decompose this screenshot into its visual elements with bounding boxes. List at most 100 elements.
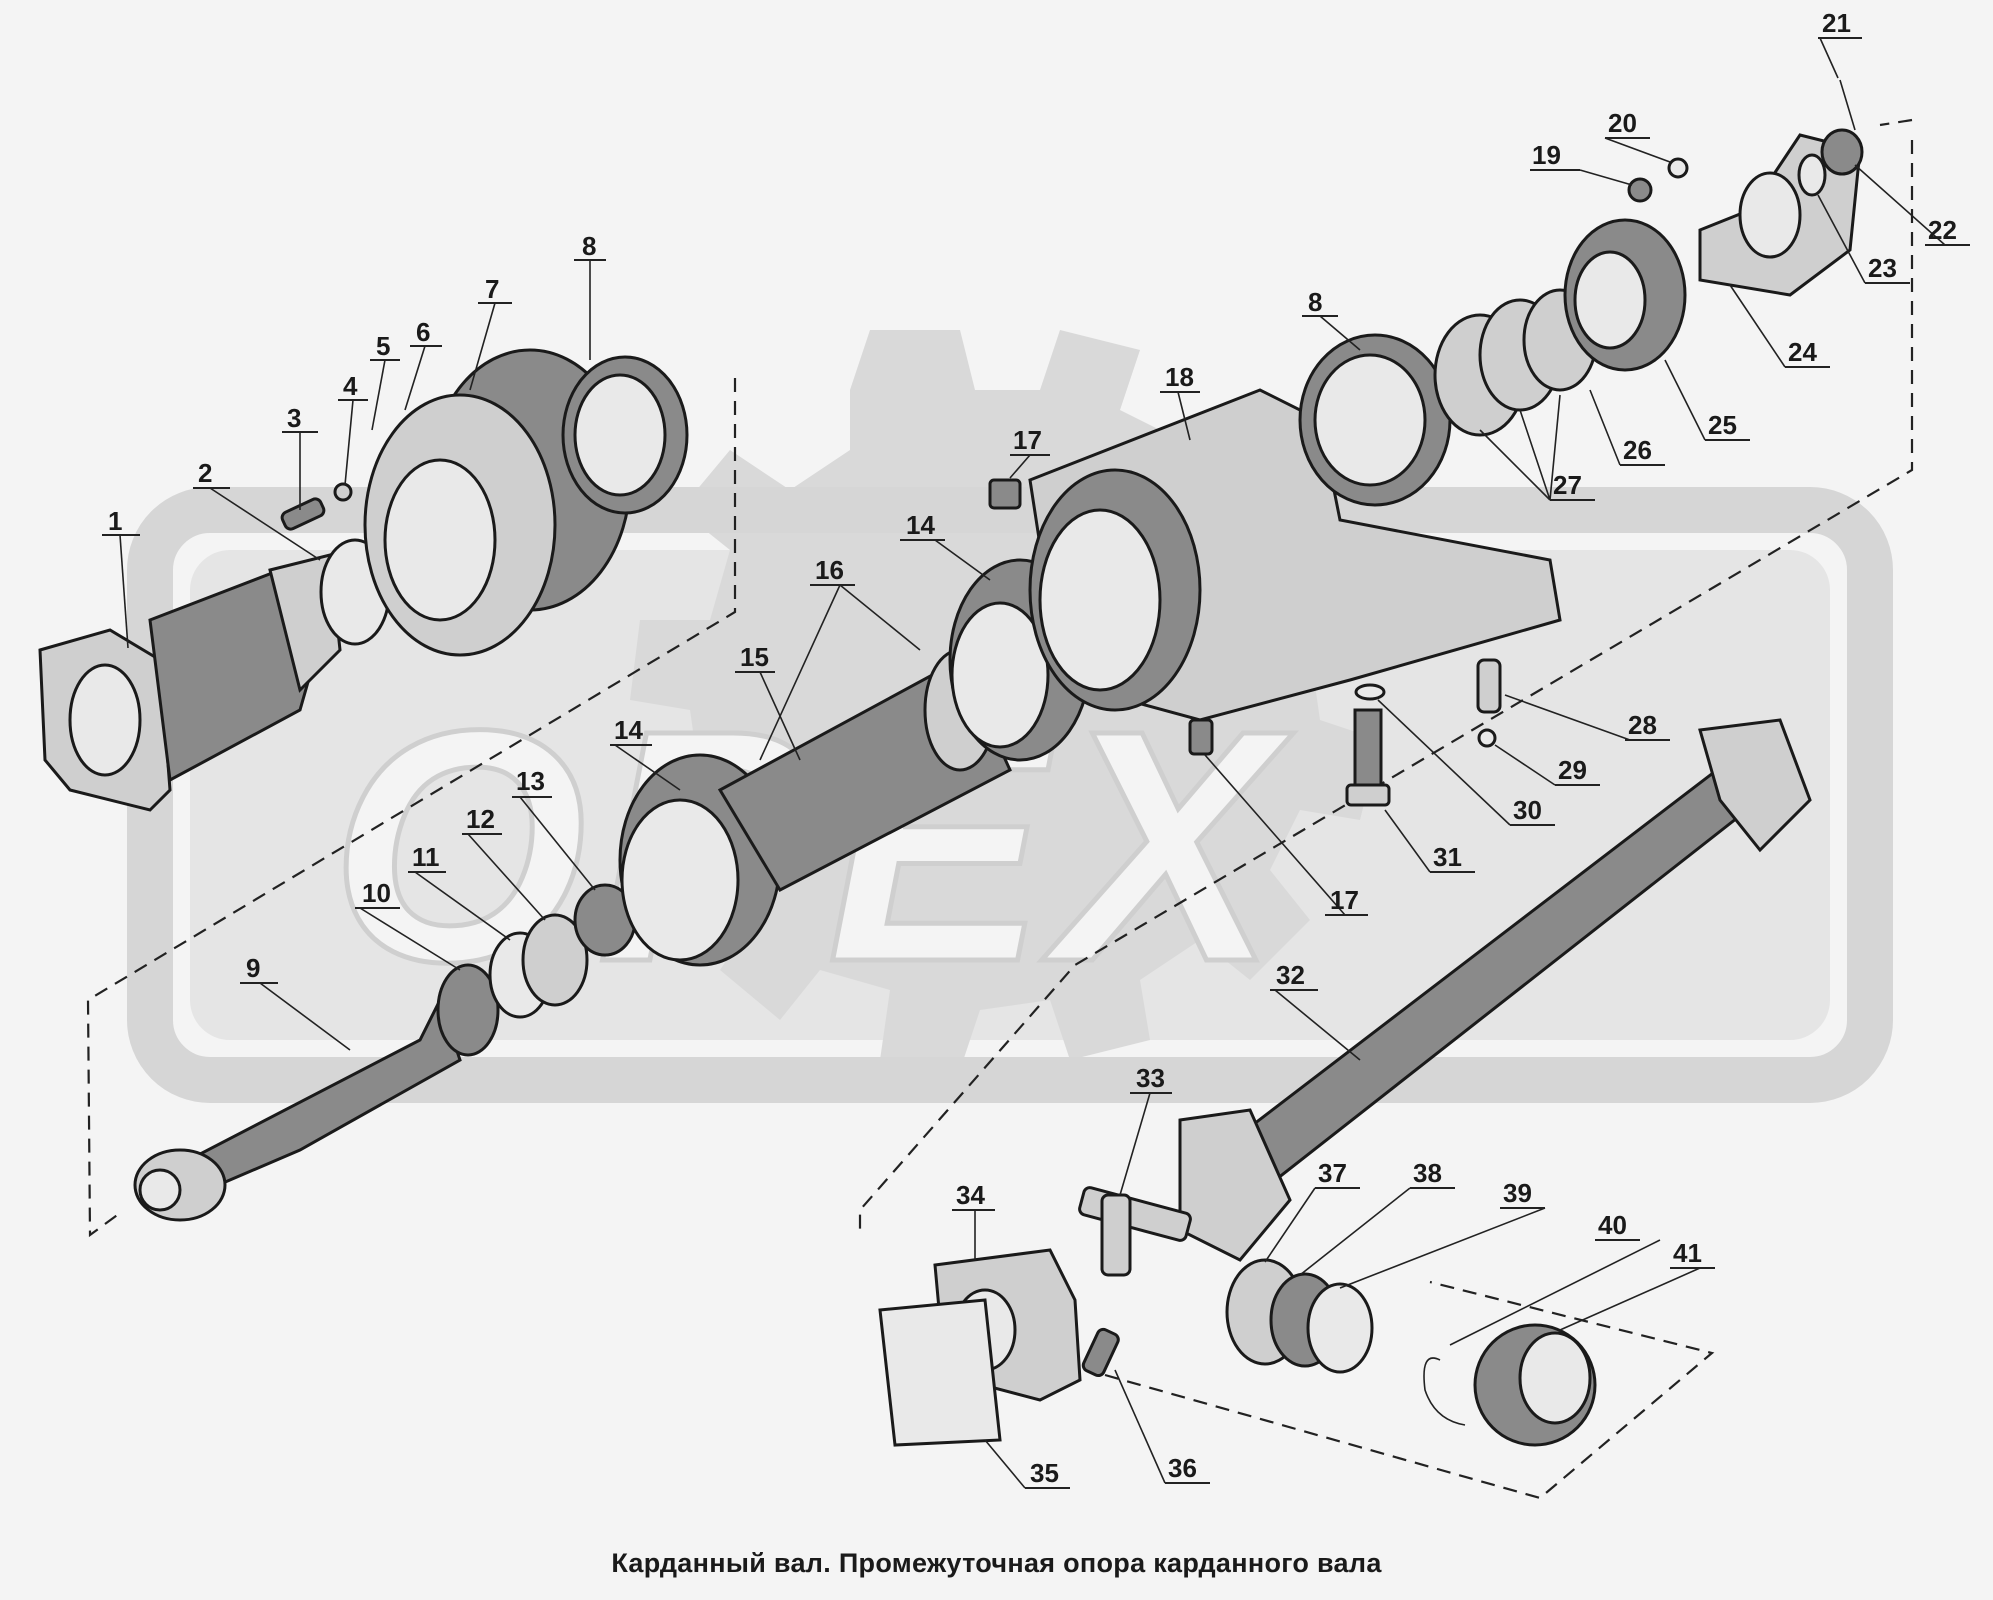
callout-31: 31	[1433, 842, 1462, 872]
part-36-pin	[1081, 1327, 1120, 1378]
assembly-line-right-bracket	[858, 140, 1914, 1230]
leader-17-bottom	[1204, 754, 1346, 916]
leader-32	[1274, 989, 1361, 1061]
part-29-clip	[1477, 728, 1497, 748]
leader-40	[1449, 1239, 1661, 1346]
callout-8-right: 8	[1308, 287, 1322, 317]
callout-14-right: 14	[906, 510, 935, 540]
callout-26: 26	[1623, 435, 1652, 465]
part-1-flange-shaft	[38, 553, 342, 812]
callout-8-left: 8	[582, 231, 596, 261]
part-9-splined-shaft	[133, 996, 462, 1222]
part-27-shims	[1433, 288, 1598, 437]
leader-4	[344, 399, 354, 486]
callout-35: 35	[1030, 1458, 1059, 1488]
callout-17-bottom: 17	[1330, 885, 1359, 915]
leader-37	[1264, 1187, 1316, 1263]
assembly-lines	[86, 118, 1914, 1500]
leader-39	[1339, 1207, 1546, 1289]
part-17-nipple-top	[988, 478, 1022, 510]
leader-27c	[1549, 394, 1561, 501]
leader-36	[1114, 1369, 1166, 1484]
leader-18	[1177, 391, 1191, 441]
part-8-seal-ring-left	[561, 355, 689, 515]
leader-16b	[839, 584, 921, 651]
callout-3: 3	[287, 403, 301, 433]
part-20-washer	[1667, 157, 1689, 179]
part-23-washer	[1797, 153, 1827, 197]
leader-23	[1817, 194, 1866, 284]
leader-27b	[1519, 409, 1551, 501]
part-30-washer	[1354, 683, 1386, 701]
callout-27: 27	[1553, 470, 1582, 500]
leader-27a	[1479, 429, 1551, 501]
assembly-line-top-right	[1879, 118, 1913, 127]
callout-39: 39	[1503, 1178, 1532, 1208]
callout-6: 6	[416, 317, 430, 347]
part-8-seal-ring-right	[1298, 333, 1452, 507]
part-19-nut	[1627, 177, 1653, 203]
leader-19	[1579, 169, 1633, 186]
assembly-line-bottom-bracket	[1104, 1280, 1715, 1500]
leader-26	[1589, 389, 1621, 466]
callout-32: 32	[1276, 960, 1305, 990]
callout-34: 34	[956, 1180, 985, 1210]
callout-9: 9	[246, 953, 260, 983]
part-33-cross	[1078, 1186, 1192, 1277]
leader-20	[1604, 137, 1671, 163]
callout-14-left: 14	[614, 715, 643, 745]
callout-7: 7	[485, 274, 499, 304]
leader-12	[467, 833, 546, 921]
part-40-spring-clip	[1423, 1357, 1466, 1426]
leader-31	[1384, 809, 1431, 873]
callout-37: 37	[1318, 1158, 1347, 1188]
callout-2: 2	[198, 458, 212, 488]
leader-13	[519, 796, 596, 891]
callout-20: 20	[1608, 108, 1637, 138]
callout-4: 4	[343, 371, 358, 401]
part-31-bolt	[1345, 708, 1391, 807]
callout-12: 12	[466, 804, 495, 834]
callout-11: 11	[412, 842, 440, 872]
part-28-pin	[1476, 658, 1502, 714]
callout-24: 24	[1788, 337, 1817, 367]
callout-10: 10	[362, 878, 391, 908]
leader-1	[119, 534, 129, 649]
part-32-propeller-shaft	[1178, 718, 1812, 1262]
callout-30: 30	[1513, 795, 1542, 825]
leader-8-right	[1319, 315, 1361, 351]
part-5-7-housing	[363, 348, 632, 657]
part-12-gear-washer	[521, 913, 589, 1007]
callout-25: 25	[1708, 410, 1737, 440]
leader-24	[1729, 284, 1786, 368]
leader-7	[469, 302, 496, 391]
leader-21	[1819, 37, 1839, 79]
leader-6	[404, 345, 426, 411]
leader-14-left	[614, 744, 681, 791]
leader-17-top	[1009, 454, 1031, 479]
leader-29	[1494, 744, 1556, 786]
callout-33: 33	[1136, 1063, 1165, 1093]
leader-16a	[759, 584, 841, 761]
callout-29: 29	[1558, 755, 1587, 785]
leader-33	[1119, 1092, 1151, 1196]
part-18-support-housing	[1028, 388, 1562, 722]
part-21-cotter-pin	[1839, 79, 1856, 131]
callout-19: 19	[1532, 140, 1561, 170]
callouts: 1 2 3 4 5 6 7 8 8 9	[102, 8, 1970, 1489]
leader-9	[259, 982, 351, 1051]
callout-16: 16	[815, 555, 844, 585]
callout-15: 15	[740, 642, 769, 672]
leader-35	[984, 1439, 1026, 1489]
part-3-bolt	[280, 497, 326, 531]
part-22-castle-nut	[1820, 128, 1864, 176]
leader-5	[371, 359, 386, 431]
leader-41	[1559, 1267, 1701, 1331]
callout-23: 23	[1868, 253, 1897, 283]
part-25-bearing	[1563, 218, 1687, 372]
callout-17-top: 17	[1013, 425, 1042, 455]
callout-1: 1	[108, 506, 122, 536]
leader-22	[1854, 164, 1946, 246]
part-41-cap	[1473, 1323, 1597, 1447]
